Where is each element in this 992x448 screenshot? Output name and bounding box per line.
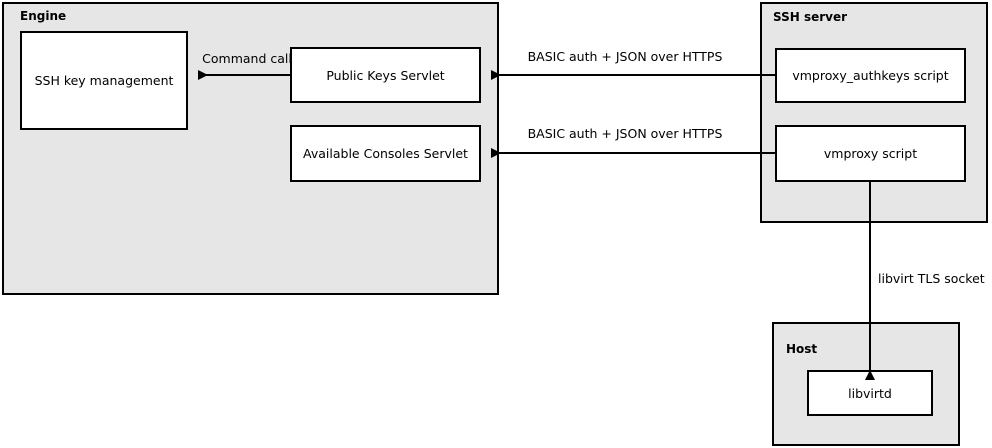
- node-libvirtd-label: libvirtd: [848, 385, 892, 401]
- edge-label-libvirt-tls: libvirt TLS socket: [878, 271, 985, 286]
- node-vmproxy-authkeys-script: vmproxy_authkeys script: [775, 48, 966, 103]
- node-ssh-key-management-label: SSH key management: [34, 73, 174, 88]
- edge-label-authkeys-https: BASIC auth + JSON over HTTPS: [527, 49, 723, 64]
- container-ssh-server-title: SSH server: [773, 10, 848, 24]
- node-vmproxy-authkeys-script-label: vmproxy_authkeys script: [792, 68, 949, 83]
- node-ssh-key-management: SSH key management: [20, 31, 188, 130]
- node-vmproxy-script: vmproxy script: [775, 125, 966, 182]
- node-available-consoles-servlet-label: Available Consoles Servlet: [303, 146, 468, 161]
- node-available-consoles-servlet: Available Consoles Servlet: [290, 125, 481, 182]
- container-host-title: Host: [786, 342, 818, 356]
- container-ssh-server: [760, 2, 988, 223]
- node-libvirtd: libvirtd: [807, 370, 933, 416]
- node-public-keys-servlet-label: Public Keys Servlet: [326, 67, 445, 83]
- container-engine-title: Engine: [20, 9, 67, 23]
- node-vmproxy-script-label: vmproxy script: [823, 146, 918, 161]
- node-public-keys-servlet: Public Keys Servlet: [290, 47, 481, 103]
- edge-label-command-call: Command call: [202, 51, 292, 66]
- edge-label-vmproxy-https: BASIC auth + JSON over HTTPS: [527, 126, 723, 141]
